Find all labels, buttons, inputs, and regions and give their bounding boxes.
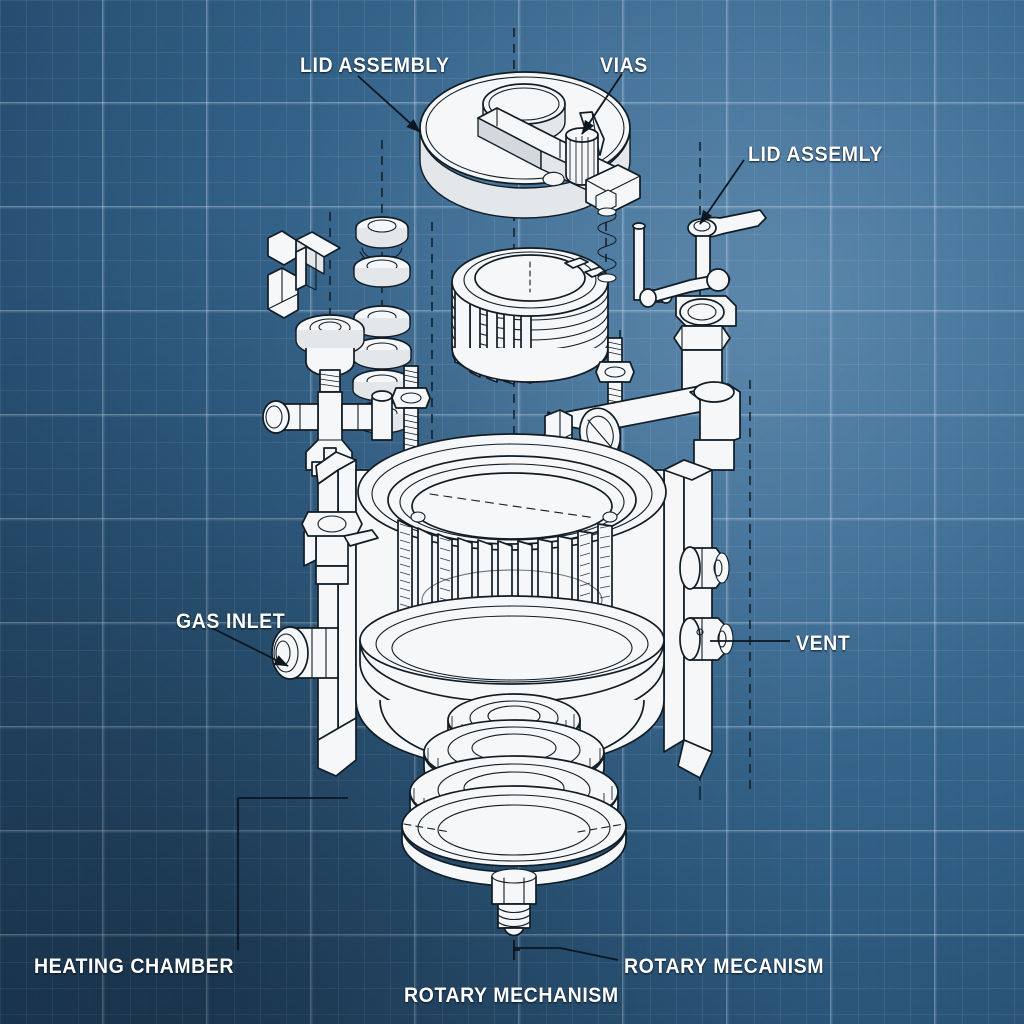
vent-port <box>679 546 730 590</box>
top-manifold <box>544 381 741 471</box>
right-parts-column <box>595 207 767 427</box>
lid-assembly <box>419 71 641 219</box>
callout-label-rotary-mechanism: ROTARY MECHANISM <box>404 984 619 1007</box>
coil-spring <box>597 207 617 283</box>
bearing-stud <box>295 314 365 393</box>
upper-right-port <box>679 617 734 661</box>
callout-label-vent: VENT <box>796 632 851 655</box>
spring-cap-stack <box>353 216 411 288</box>
finned-drum <box>451 247 609 385</box>
callout-label-lid-assembly-top: LID ASSEMBLY <box>300 54 450 77</box>
gas-inlet-port <box>271 626 339 680</box>
callout-label-rotary-mecanism: ROTARY MECANISM <box>624 955 825 978</box>
valve-body <box>262 390 393 477</box>
callout-label-vias: VIAS <box>600 54 648 77</box>
upper-left-fitting <box>301 511 379 585</box>
callout-label-lid-assemly-right: LID ASSEMLY <box>748 143 883 166</box>
leader-lines <box>211 73 790 961</box>
gear-base-plate <box>401 785 627 887</box>
clamp-lever <box>639 209 767 405</box>
l-bracket <box>267 230 341 319</box>
callout-label-heating-chamber: HEATING CHAMBER <box>34 955 235 978</box>
left-parts-column <box>262 216 431 477</box>
callout-label-gas-inlet: GAS INLET <box>176 610 286 633</box>
rotary-gear-stack <box>401 693 627 937</box>
heating-chamber <box>271 433 734 779</box>
drive-shaft <box>491 868 537 937</box>
